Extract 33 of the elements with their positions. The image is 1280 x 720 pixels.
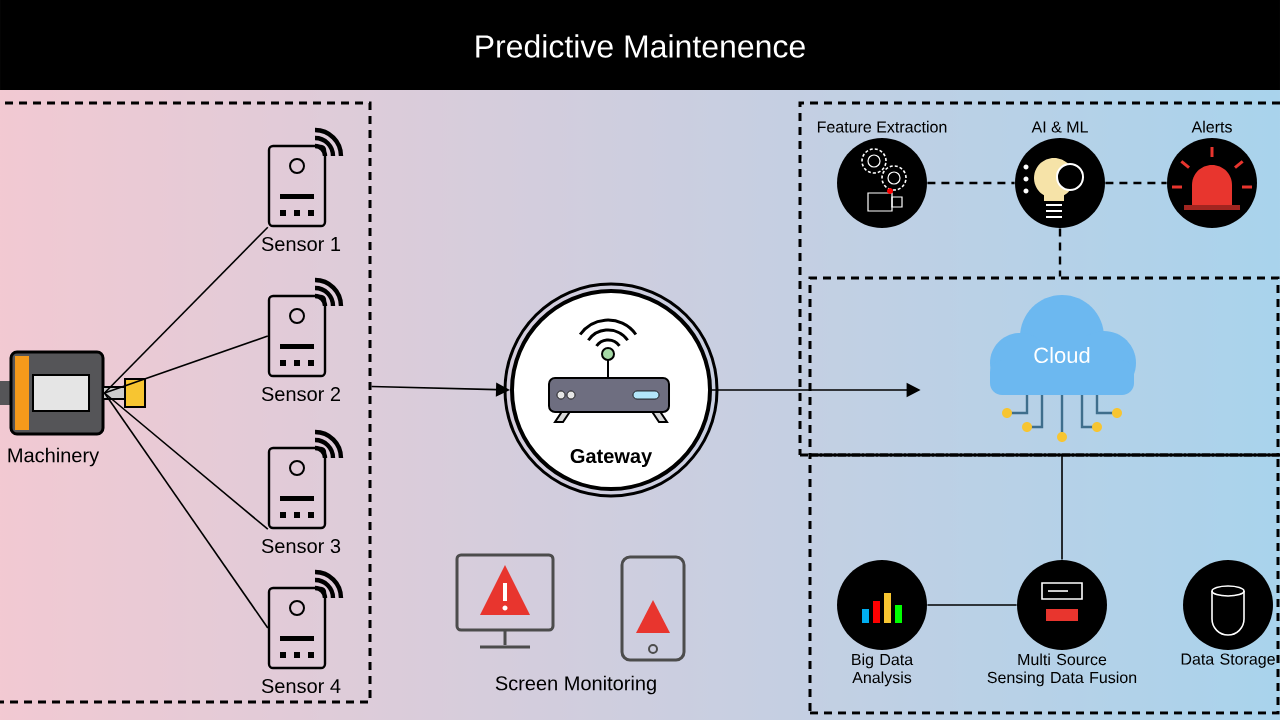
sensor: Sensor 3 xyxy=(261,429,344,554)
connector-line xyxy=(103,335,269,394)
node-label: Sensor 1 xyxy=(261,236,341,252)
node-label: Screen Monitoring xyxy=(495,675,656,695)
dashed-group-box xyxy=(798,101,1280,457)
connector-line xyxy=(1061,454,1063,561)
sensor: Sensor 1 xyxy=(261,127,344,252)
node-label: Multi Source Sensing Data Fusion xyxy=(987,653,1137,687)
screen-monitoring-drawing: Screen Monitoring xyxy=(455,553,686,695)
dashed-group-box xyxy=(808,276,1280,457)
node-label: Alerts xyxy=(1191,120,1232,133)
node-label: Sensor 4 xyxy=(261,678,341,694)
dashed-group-box xyxy=(808,453,1280,715)
connector-line xyxy=(926,604,1018,606)
connector-line xyxy=(103,226,269,394)
sensor: Sensor 2 xyxy=(261,277,344,402)
node-label: Big Data Analysis xyxy=(852,653,914,687)
node-label: Sensor 3 xyxy=(261,538,341,554)
connector-line xyxy=(927,181,1015,185)
dashed-group-box xyxy=(0,101,372,704)
connector-line xyxy=(1058,228,1062,277)
connector-line xyxy=(103,392,269,629)
connector-line xyxy=(1105,181,1167,185)
cloud: Cloud xyxy=(990,295,1136,442)
node-label: Feature Extraction xyxy=(817,120,947,133)
title-bar: Predictive Maintenence xyxy=(0,0,1280,90)
arrow xyxy=(370,382,510,397)
sensor: Sensor 4 xyxy=(261,569,344,694)
node-label: Data Storage xyxy=(1181,653,1275,668)
machinery: Machinery xyxy=(0,350,146,467)
node-label: AI & ML xyxy=(1031,121,1088,133)
node-label: Machinery xyxy=(8,447,100,467)
node-label: Sensor 2 xyxy=(261,386,341,402)
